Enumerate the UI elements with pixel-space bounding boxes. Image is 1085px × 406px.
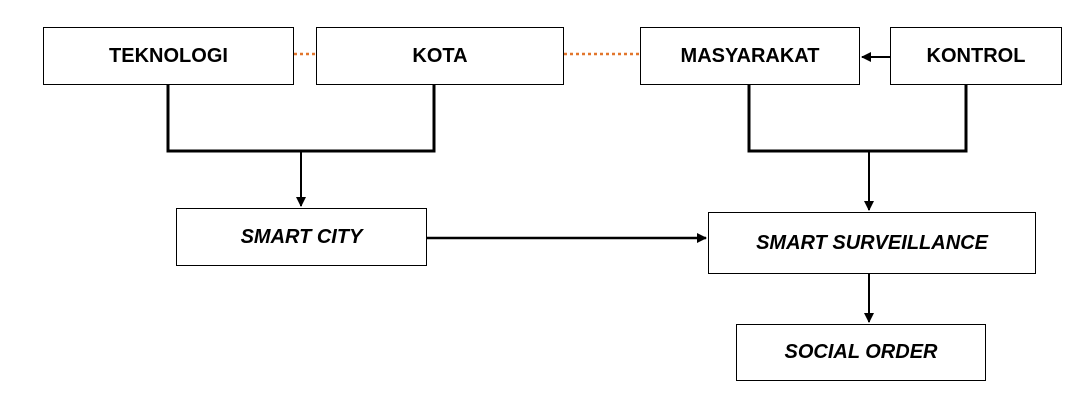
node-social-order-label: SOCIAL ORDER [784,341,938,363]
node-masyarakat-label: MASYARAKAT [680,44,820,67]
node-kota-label: KOTA [412,44,468,67]
connector-teknologi-kota-merge [166,85,436,153]
connector-masyarakat-kontrol-merge [747,85,968,153]
node-smart-city: SMART CITY [176,208,427,266]
node-social-order: SOCIAL ORDER [736,324,986,381]
node-smart-city-label: SMART CITY [240,225,363,248]
node-teknologi: TEKNOLOGI [43,27,294,85]
node-smart-surveillance-label: SMART SURVEILLANCE [756,231,988,254]
node-teknologi-label: TEKNOLOGI [109,44,228,67]
node-kontrol: KONTROL [890,27,1062,85]
node-smart-surveillance: SMART SURVEILLANCE [708,212,1036,274]
node-masyarakat: MASYARAKAT [640,27,860,85]
node-kontrol-label: KONTROL [926,44,1026,67]
node-kota: KOTA [316,27,564,85]
